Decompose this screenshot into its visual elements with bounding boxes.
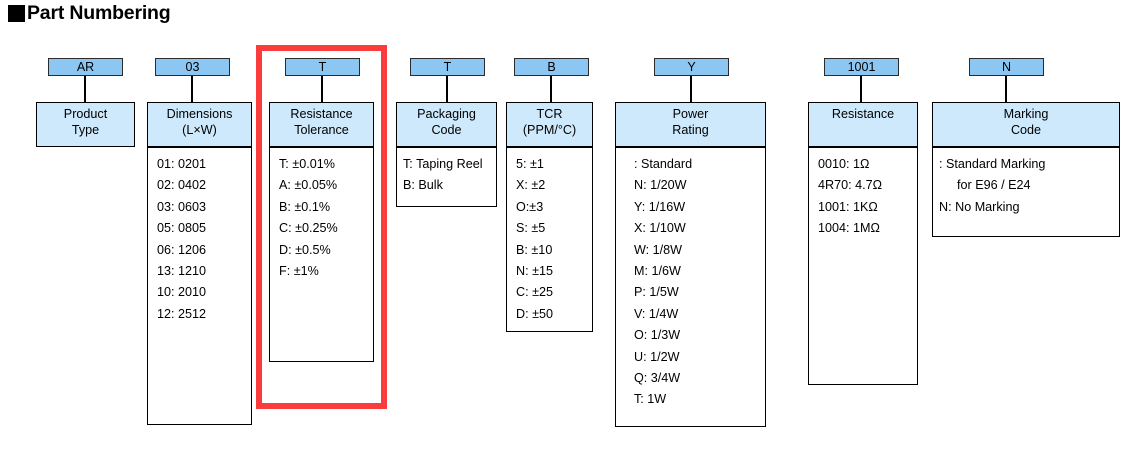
column-header-packaging-line2: Code bbox=[431, 122, 462, 137]
code-box-tcr: B bbox=[514, 58, 589, 76]
list-item: 01: 0201 bbox=[157, 157, 207, 171]
column-header-resistance: Resistance bbox=[808, 102, 918, 147]
list-item: 1001: 1KΩ bbox=[818, 199, 878, 214]
column-header-tcr-line2: (PPM/°C) bbox=[522, 122, 577, 137]
list-item: V: 1/4W bbox=[634, 306, 679, 321]
list-item: N: No Marking bbox=[939, 199, 1020, 214]
column-header-dimensions-line1: Dimensions bbox=[166, 107, 233, 121]
code-box-resistance-tolerance: T bbox=[285, 58, 360, 76]
list-item: T: Taping Reel bbox=[403, 157, 483, 171]
list-item: for E96 / E24 bbox=[957, 178, 1031, 193]
list-item: D: ±0.5% bbox=[279, 242, 331, 257]
column-header-packaging: Packaging Code bbox=[396, 102, 497, 147]
list-item: 10: 2010 bbox=[157, 285, 207, 300]
list-item: : Standard Marking bbox=[939, 157, 1046, 171]
list-item: S: ±5 bbox=[516, 221, 546, 236]
column-header-marking-line2: Code bbox=[1010, 122, 1042, 137]
list-item: B: ±10 bbox=[516, 242, 553, 257]
list-item: Y: 1/16W bbox=[634, 199, 686, 214]
code-box-packaging: T bbox=[410, 58, 485, 76]
list-item: 12: 2512 bbox=[157, 306, 207, 321]
column-header-product-type-line1: Product bbox=[63, 107, 108, 121]
list-item: 05: 0805 bbox=[157, 221, 207, 236]
code-box-marking: N bbox=[969, 58, 1044, 76]
page-title-text: Part Numbering bbox=[27, 2, 171, 24]
column-header-marking: Marking Code bbox=[932, 102, 1120, 147]
column-header-product-type: Product Type bbox=[36, 102, 135, 147]
list-item: 4R70: 4.7Ω bbox=[818, 178, 883, 193]
column-body-marking: : Standard Marking for E96 / E24 N: No M… bbox=[932, 147, 1120, 237]
list-item: C: ±25 bbox=[516, 285, 554, 300]
list-item: B: ±0.1% bbox=[279, 199, 331, 214]
connector-product-type bbox=[84, 76, 86, 102]
column-header-dimensions-line2: (L×W) bbox=[182, 122, 217, 137]
column-header-resistance-tolerance-line2: Tolerance bbox=[294, 122, 349, 137]
column-header-tcr: TCR (PPM/°C) bbox=[506, 102, 593, 147]
connector-marking bbox=[1005, 76, 1007, 102]
connector-resistance bbox=[860, 76, 862, 102]
column-header-resistance-tolerance: Resistance Tolerance bbox=[269, 102, 374, 147]
column-header-dimensions: Dimensions (L×W) bbox=[147, 102, 252, 147]
list-item: : Standard bbox=[634, 157, 693, 171]
list-item: F: ±1% bbox=[279, 264, 319, 279]
list-item: Q: 3/4W bbox=[634, 371, 681, 386]
list-item: X: 1/10W bbox=[634, 221, 686, 236]
list-item: D: ±50 bbox=[516, 306, 554, 321]
code-box-power-rating: Y bbox=[654, 58, 729, 76]
column-body-resistance: 0010: 1Ω 4R70: 4.7Ω 1001: 1KΩ 1004: 1MΩ bbox=[808, 147, 918, 385]
column-header-packaging-line1: Packaging bbox=[417, 107, 476, 121]
list-item: X: ±2 bbox=[516, 178, 546, 193]
list-item: B: Bulk bbox=[403, 178, 443, 193]
list-item: M: 1/6W bbox=[634, 264, 681, 279]
list-item: 06: 1206 bbox=[157, 242, 207, 257]
page-title: Part Numbering bbox=[8, 2, 171, 24]
code-box-dimensions: 03 bbox=[155, 58, 230, 76]
list-item: 03: 0603 bbox=[157, 199, 207, 214]
connector-resistance-tolerance bbox=[321, 76, 323, 102]
list-item: 1004: 1MΩ bbox=[818, 221, 880, 236]
list-item: T: ±0.01% bbox=[279, 157, 335, 171]
column-header-power-rating-line1: Power bbox=[672, 107, 709, 121]
column-body-packaging: T: Taping Reel B: Bulk bbox=[396, 147, 497, 207]
list-item: A: ±0.05% bbox=[279, 178, 338, 193]
list-item: C: ±0.25% bbox=[279, 221, 338, 236]
column-body-resistance-tolerance: T: ±0.01% A: ±0.05% B: ±0.1% C: ±0.25% D… bbox=[269, 147, 374, 362]
list-item: N: ±15 bbox=[516, 264, 554, 279]
list-item: N: 1/20W bbox=[634, 178, 687, 193]
connector-packaging bbox=[446, 76, 448, 102]
black-square-bullet-icon bbox=[8, 5, 25, 22]
column-header-resistance-line1: Resistance bbox=[831, 107, 895, 121]
code-box-resistance: 1001 bbox=[824, 58, 899, 76]
column-header-power-rating-line2: Rating bbox=[672, 122, 709, 137]
column-header-product-type-line2: Type bbox=[71, 122, 100, 137]
list-item: 13: 1210 bbox=[157, 264, 207, 279]
list-item: 02: 0402 bbox=[157, 178, 207, 193]
list-item: O: 1/3W bbox=[634, 328, 681, 343]
column-body-dimensions: 01: 0201 02: 0402 03: 0603 05: 0805 06: … bbox=[147, 147, 252, 425]
column-header-marking-line1: Marking bbox=[1003, 107, 1049, 121]
column-header-resistance-tolerance-line1: Resistance bbox=[290, 107, 353, 121]
column-body-power-rating: : Standard N: 1/20W Y: 1/16W X: 1/10W W:… bbox=[615, 147, 766, 427]
column-body-tcr: 5: ±1 X: ±2 O:±3 S: ±5 B: ±10 N: ±15 C: … bbox=[506, 147, 593, 332]
list-item: O:±3 bbox=[516, 199, 544, 214]
column-header-power-rating: Power Rating bbox=[615, 102, 766, 147]
list-item: W: 1/8W bbox=[634, 242, 683, 257]
column-header-tcr-line1: TCR bbox=[536, 107, 563, 121]
list-item: P: 1/5W bbox=[634, 285, 679, 300]
connector-tcr bbox=[550, 76, 552, 102]
connector-power-rating bbox=[690, 76, 692, 102]
list-item: 0010: 1Ω bbox=[818, 157, 870, 171]
list-item: U: 1/2W bbox=[634, 349, 680, 364]
connector-dimensions bbox=[191, 76, 193, 102]
list-item: T: 1W bbox=[634, 392, 667, 407]
list-item: 5: ±1 bbox=[516, 157, 544, 171]
code-box-product-type: AR bbox=[48, 58, 123, 76]
